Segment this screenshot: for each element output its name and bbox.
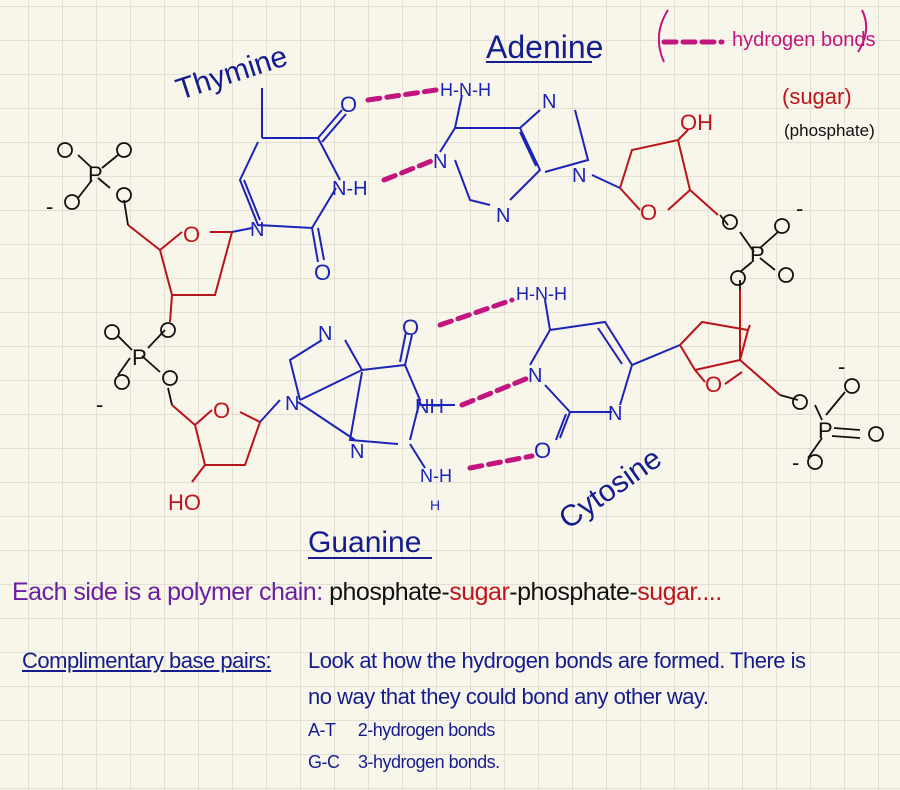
hbond-at-1	[365, 87, 439, 103]
phosphorus-right-bottom: P	[818, 418, 833, 443]
adenine-n3: N	[496, 205, 510, 227]
cytosine-amine: H-N-H	[516, 284, 567, 304]
cytosine-o2: O	[534, 438, 551, 463]
legend-sugar: (sugar)	[782, 84, 852, 109]
guanine-structure: N N O NH N N-H H Guanine	[259, 315, 455, 559]
at-pair: A-T	[308, 720, 336, 740]
sugar-right-top-o: O	[640, 200, 657, 225]
thymine-n1: N	[250, 219, 264, 241]
guanine-n9: N	[285, 393, 299, 415]
polymer-sugar-2: sugar....	[637, 578, 722, 606]
legend-phosphate: (phosphate)	[784, 121, 875, 140]
adenine-structure: H-N-H N N N N Adenine	[433, 29, 621, 227]
phosphates: P P P P - - - - -	[46, 142, 884, 475]
cytosine-n1: N	[608, 403, 622, 425]
hydrogen-bonds	[365, 87, 535, 471]
sugar-ho: HO	[168, 490, 201, 515]
polymer-phosphate-2: phosphate-	[517, 578, 638, 606]
polymer-dash: -	[509, 578, 518, 606]
explanation-line-1: Look at how the hydrogen bonds are forme…	[308, 648, 806, 673]
thymine-structure: N-H N O O Thymine	[172, 40, 368, 285]
gc-bonds: 3-hydrogen bonds.	[358, 752, 500, 772]
hbond-gc-3	[467, 453, 535, 471]
adenine-label: Adenine	[486, 29, 603, 65]
complementary-heading: Complimentary base pairs:	[22, 648, 272, 673]
adenine-n9: N	[572, 165, 586, 187]
phosphorus-left-bottom: P	[132, 345, 147, 370]
charge-minus-1: -	[46, 194, 53, 219]
guanine-n7: N	[318, 323, 332, 345]
thymine-label: Thymine	[172, 40, 292, 107]
adenine-amine: H-N-H	[440, 80, 491, 100]
sugar-right-bottom-o: O	[705, 372, 722, 397]
sugars: O O OH O HO O	[127, 110, 781, 515]
thymine-n3: N-H	[332, 178, 368, 200]
adenine-n7: N	[542, 91, 556, 113]
at-pair-note: A-T 2-hydrogen bonds	[308, 720, 495, 741]
legend: hydrogen bonds (sugar) (phosphate)	[657, 9, 875, 140]
polymer-phosphate-1: phosphate-	[329, 578, 450, 606]
guanine-amine: N-H	[420, 466, 452, 486]
hbond-at-2	[381, 157, 437, 183]
charge-minus-3: -	[96, 392, 103, 417]
explanation-line-2: no way that they could bond any other wa…	[308, 684, 709, 709]
cytosine-n3: N	[528, 365, 542, 387]
charge-minus-4: -	[838, 354, 845, 379]
at-bonds: 2-hydrogen bonds	[357, 720, 496, 740]
guanine-n1: NH	[415, 396, 444, 418]
guanine-n3: N	[350, 441, 364, 463]
gc-pair: G-C	[308, 752, 340, 772]
cytosine-structure: H-N-H N N O Cytosine	[516, 284, 681, 536]
charge-minus-2: -	[796, 196, 803, 221]
adenine-n1: N	[433, 151, 447, 173]
sugar-left-top-o: O	[183, 222, 200, 247]
phosphorus-right-top: P	[750, 242, 765, 267]
legend-hydrogen-bonds: hydrogen bonds	[732, 29, 875, 51]
sugar-oh: OH	[680, 110, 713, 135]
polymer-sugar-1: sugar	[449, 578, 510, 606]
polymer-chain-note: Each side is a polymer chain: phosphate-…	[12, 578, 722, 607]
thymine-o2: O	[314, 260, 331, 285]
polymer-prefix: Each side is a polymer chain:	[12, 578, 323, 606]
charge-minus-5: -	[792, 450, 799, 475]
guanine-o6: O	[402, 315, 419, 340]
hbond-gc-2	[459, 375, 531, 408]
gc-pair-note: G-C 3-hydrogen bonds.	[308, 752, 500, 773]
phosphorus-left-top: P	[88, 162, 103, 187]
cytosine-label: Cytosine	[553, 442, 668, 536]
thymine-o4: O	[340, 92, 357, 117]
guanine-amine-h: H	[430, 497, 440, 513]
hbond-gc-1	[437, 297, 515, 328]
guanine-label: Guanine	[308, 526, 421, 559]
sugar-left-bottom-o: O	[213, 398, 230, 423]
